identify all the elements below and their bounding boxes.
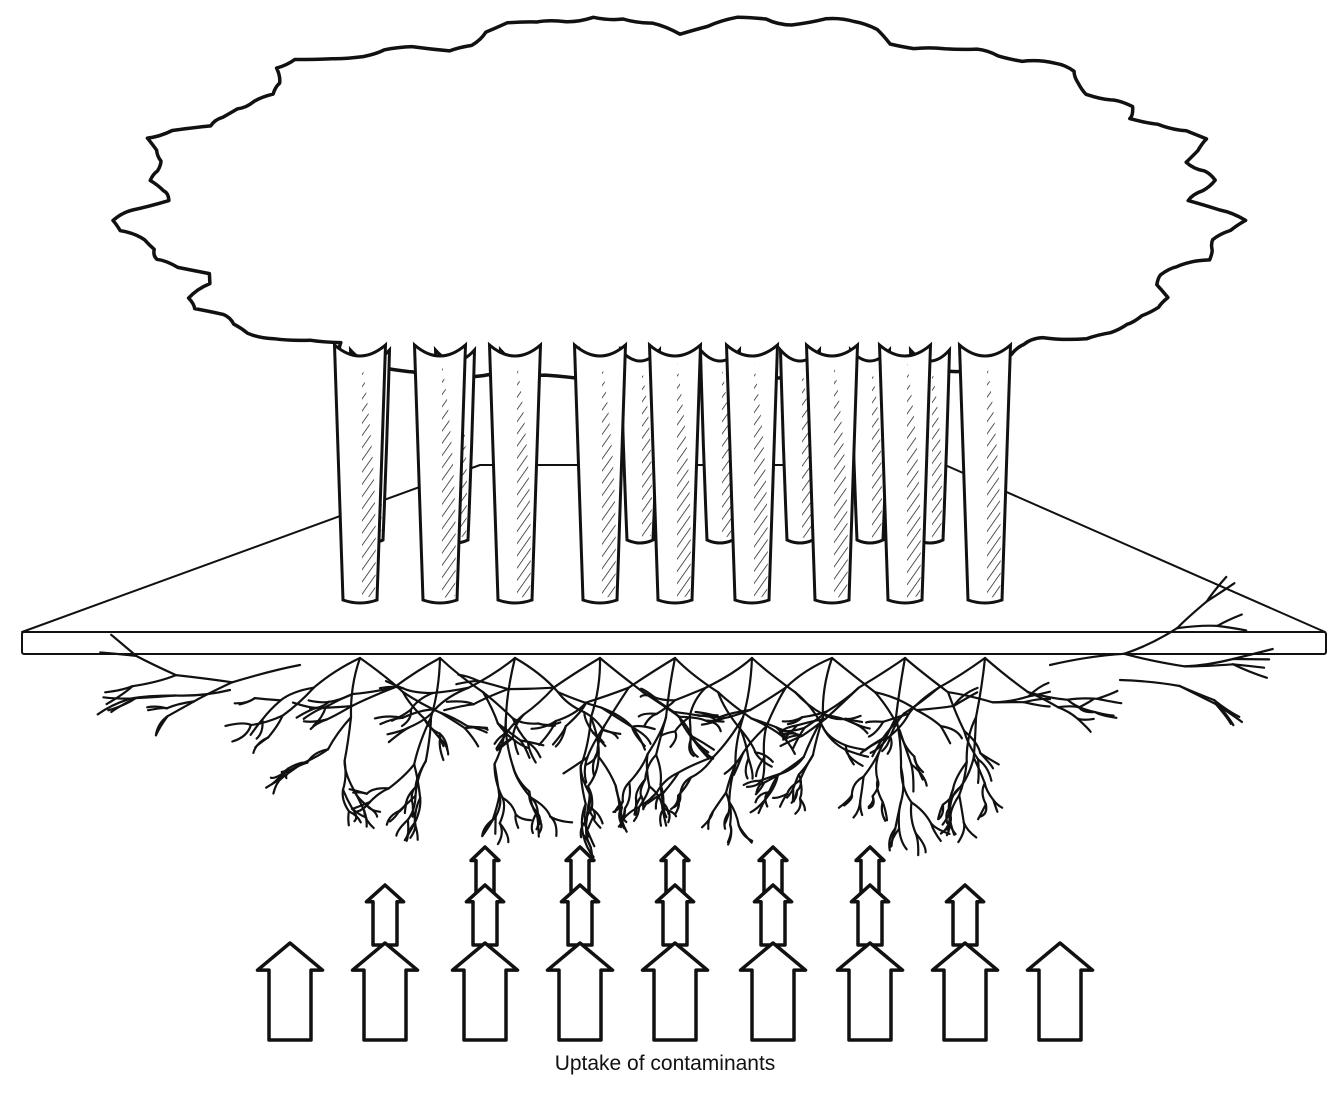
- uptake-arrow: [849, 883, 891, 947]
- uptake-arrow: [835, 941, 905, 1042]
- uptake-arrow: [364, 883, 406, 947]
- tree-trunk-front: [957, 341, 1013, 605]
- uptake-arrow: [464, 883, 506, 947]
- tree-trunks: [332, 341, 1013, 605]
- uptake-arrow: [469, 845, 501, 897]
- tree-trunk-back: [618, 345, 662, 545]
- uptake-arrow: [659, 845, 691, 897]
- uptake-arrow: [640, 941, 710, 1042]
- tree-canopy: [111, 15, 1248, 385]
- tree-trunk-front: [487, 341, 543, 605]
- uptake-arrow: [545, 941, 615, 1042]
- tree-trunk-front: [412, 341, 468, 605]
- tree-trunk-back: [848, 345, 892, 545]
- uptake-arrow: [564, 845, 596, 897]
- uptake-arrow: [654, 883, 696, 947]
- figure-caption: Uptake of contaminants: [554, 1052, 776, 1075]
- tree-trunk-front: [877, 341, 933, 605]
- uptake-arrow: [1025, 941, 1095, 1042]
- contaminant-uptake-arrows: [255, 845, 1095, 1042]
- uptake-arrow: [757, 845, 789, 897]
- tree-trunk-front: [804, 341, 860, 605]
- tree-trunk-front: [647, 341, 703, 605]
- tree-trunk-front: [724, 341, 780, 605]
- uptake-arrow: [738, 941, 808, 1042]
- uptake-arrow: [255, 941, 325, 1042]
- uptake-arrow: [930, 941, 1000, 1042]
- uptake-arrow: [559, 883, 601, 947]
- uptake-arrow: [350, 941, 420, 1042]
- tree-trunk-front: [332, 341, 388, 605]
- tree-trunk-front: [572, 341, 628, 605]
- uptake-arrow: [752, 883, 794, 947]
- uptake-arrow: [944, 883, 986, 947]
- root-system: [96, 575, 1274, 859]
- uptake-arrow: [854, 845, 886, 897]
- uptake-arrow: [450, 941, 520, 1042]
